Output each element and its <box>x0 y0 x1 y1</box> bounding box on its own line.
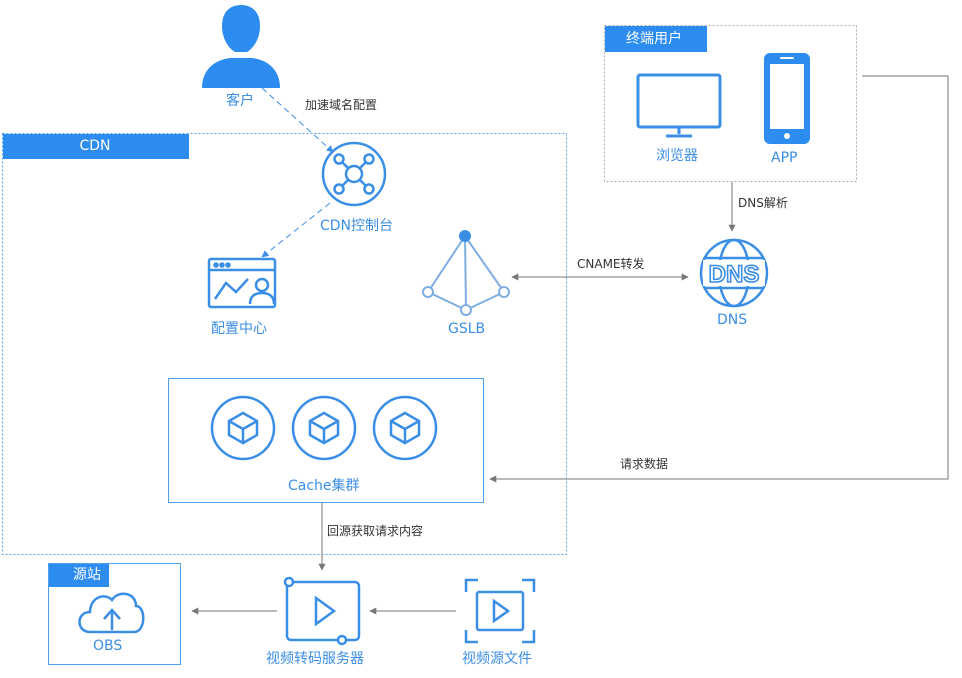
edge-label-accel-domain-config: 加速域名配置 <box>305 98 378 112</box>
edge-label-request-data: 请求数据 <box>620 457 669 471</box>
obs-label: OBS <box>93 638 123 654</box>
dns-globe-text: DNS <box>709 261 760 288</box>
gslb-pyramid-icon <box>422 230 510 316</box>
video-source-label: 视频源文件 <box>462 651 532 667</box>
user-icon <box>202 5 280 88</box>
gslb-label: GSLB <box>448 321 486 337</box>
end-users-group-title: 终端用户 <box>626 31 682 47</box>
customer-label: 客户 <box>226 93 254 109</box>
network-hub-icon <box>321 141 387 207</box>
origin-group-header: 源站 <box>49 564 109 587</box>
dashboard-icon <box>207 257 277 309</box>
cloud-upload-icon <box>78 592 145 634</box>
edge-label-back-to-origin: 回源获取请求内容 <box>327 524 424 538</box>
edge-accel-domain-config <box>261 87 334 153</box>
cdn-group-header: CDN <box>3 134 189 159</box>
cube-node-icon <box>210 395 276 461</box>
browser-label: 浏览器 <box>656 148 698 164</box>
cdn-console-label: CDN控制台 <box>320 218 394 234</box>
video-play-icon <box>464 578 536 644</box>
config-center-label: 配置中心 <box>211 321 267 337</box>
cache-cluster-label: Cache集群 <box>288 478 360 494</box>
app-label: APP <box>771 150 798 166</box>
cube-node-icon <box>372 395 438 461</box>
origin-group-box <box>48 563 181 665</box>
edge-console-to-config <box>261 202 331 258</box>
end-users-group-header: 终端用户 <box>605 26 707 52</box>
dns-globe-icon <box>699 238 769 308</box>
edge-request-data <box>489 75 949 483</box>
monitor-icon <box>636 73 722 138</box>
origin-group-title: 源站 <box>73 567 101 583</box>
dns-label: DNS <box>717 312 748 328</box>
cdn-group-box <box>2 133 567 555</box>
cdn-group-title: CDN <box>79 138 111 154</box>
video-play-icon <box>283 576 361 646</box>
edge-label-dns-resolve: DNS解析 <box>738 196 788 210</box>
mobile-phone-icon <box>764 53 810 144</box>
cube-node-icon <box>291 395 357 461</box>
end-users-group-box <box>604 25 857 182</box>
transcoder-label: 视频转码服务器 <box>266 651 364 667</box>
edge-label-cname-forward: CNAME转发 <box>577 257 645 271</box>
cache-cluster-box <box>168 378 484 503</box>
